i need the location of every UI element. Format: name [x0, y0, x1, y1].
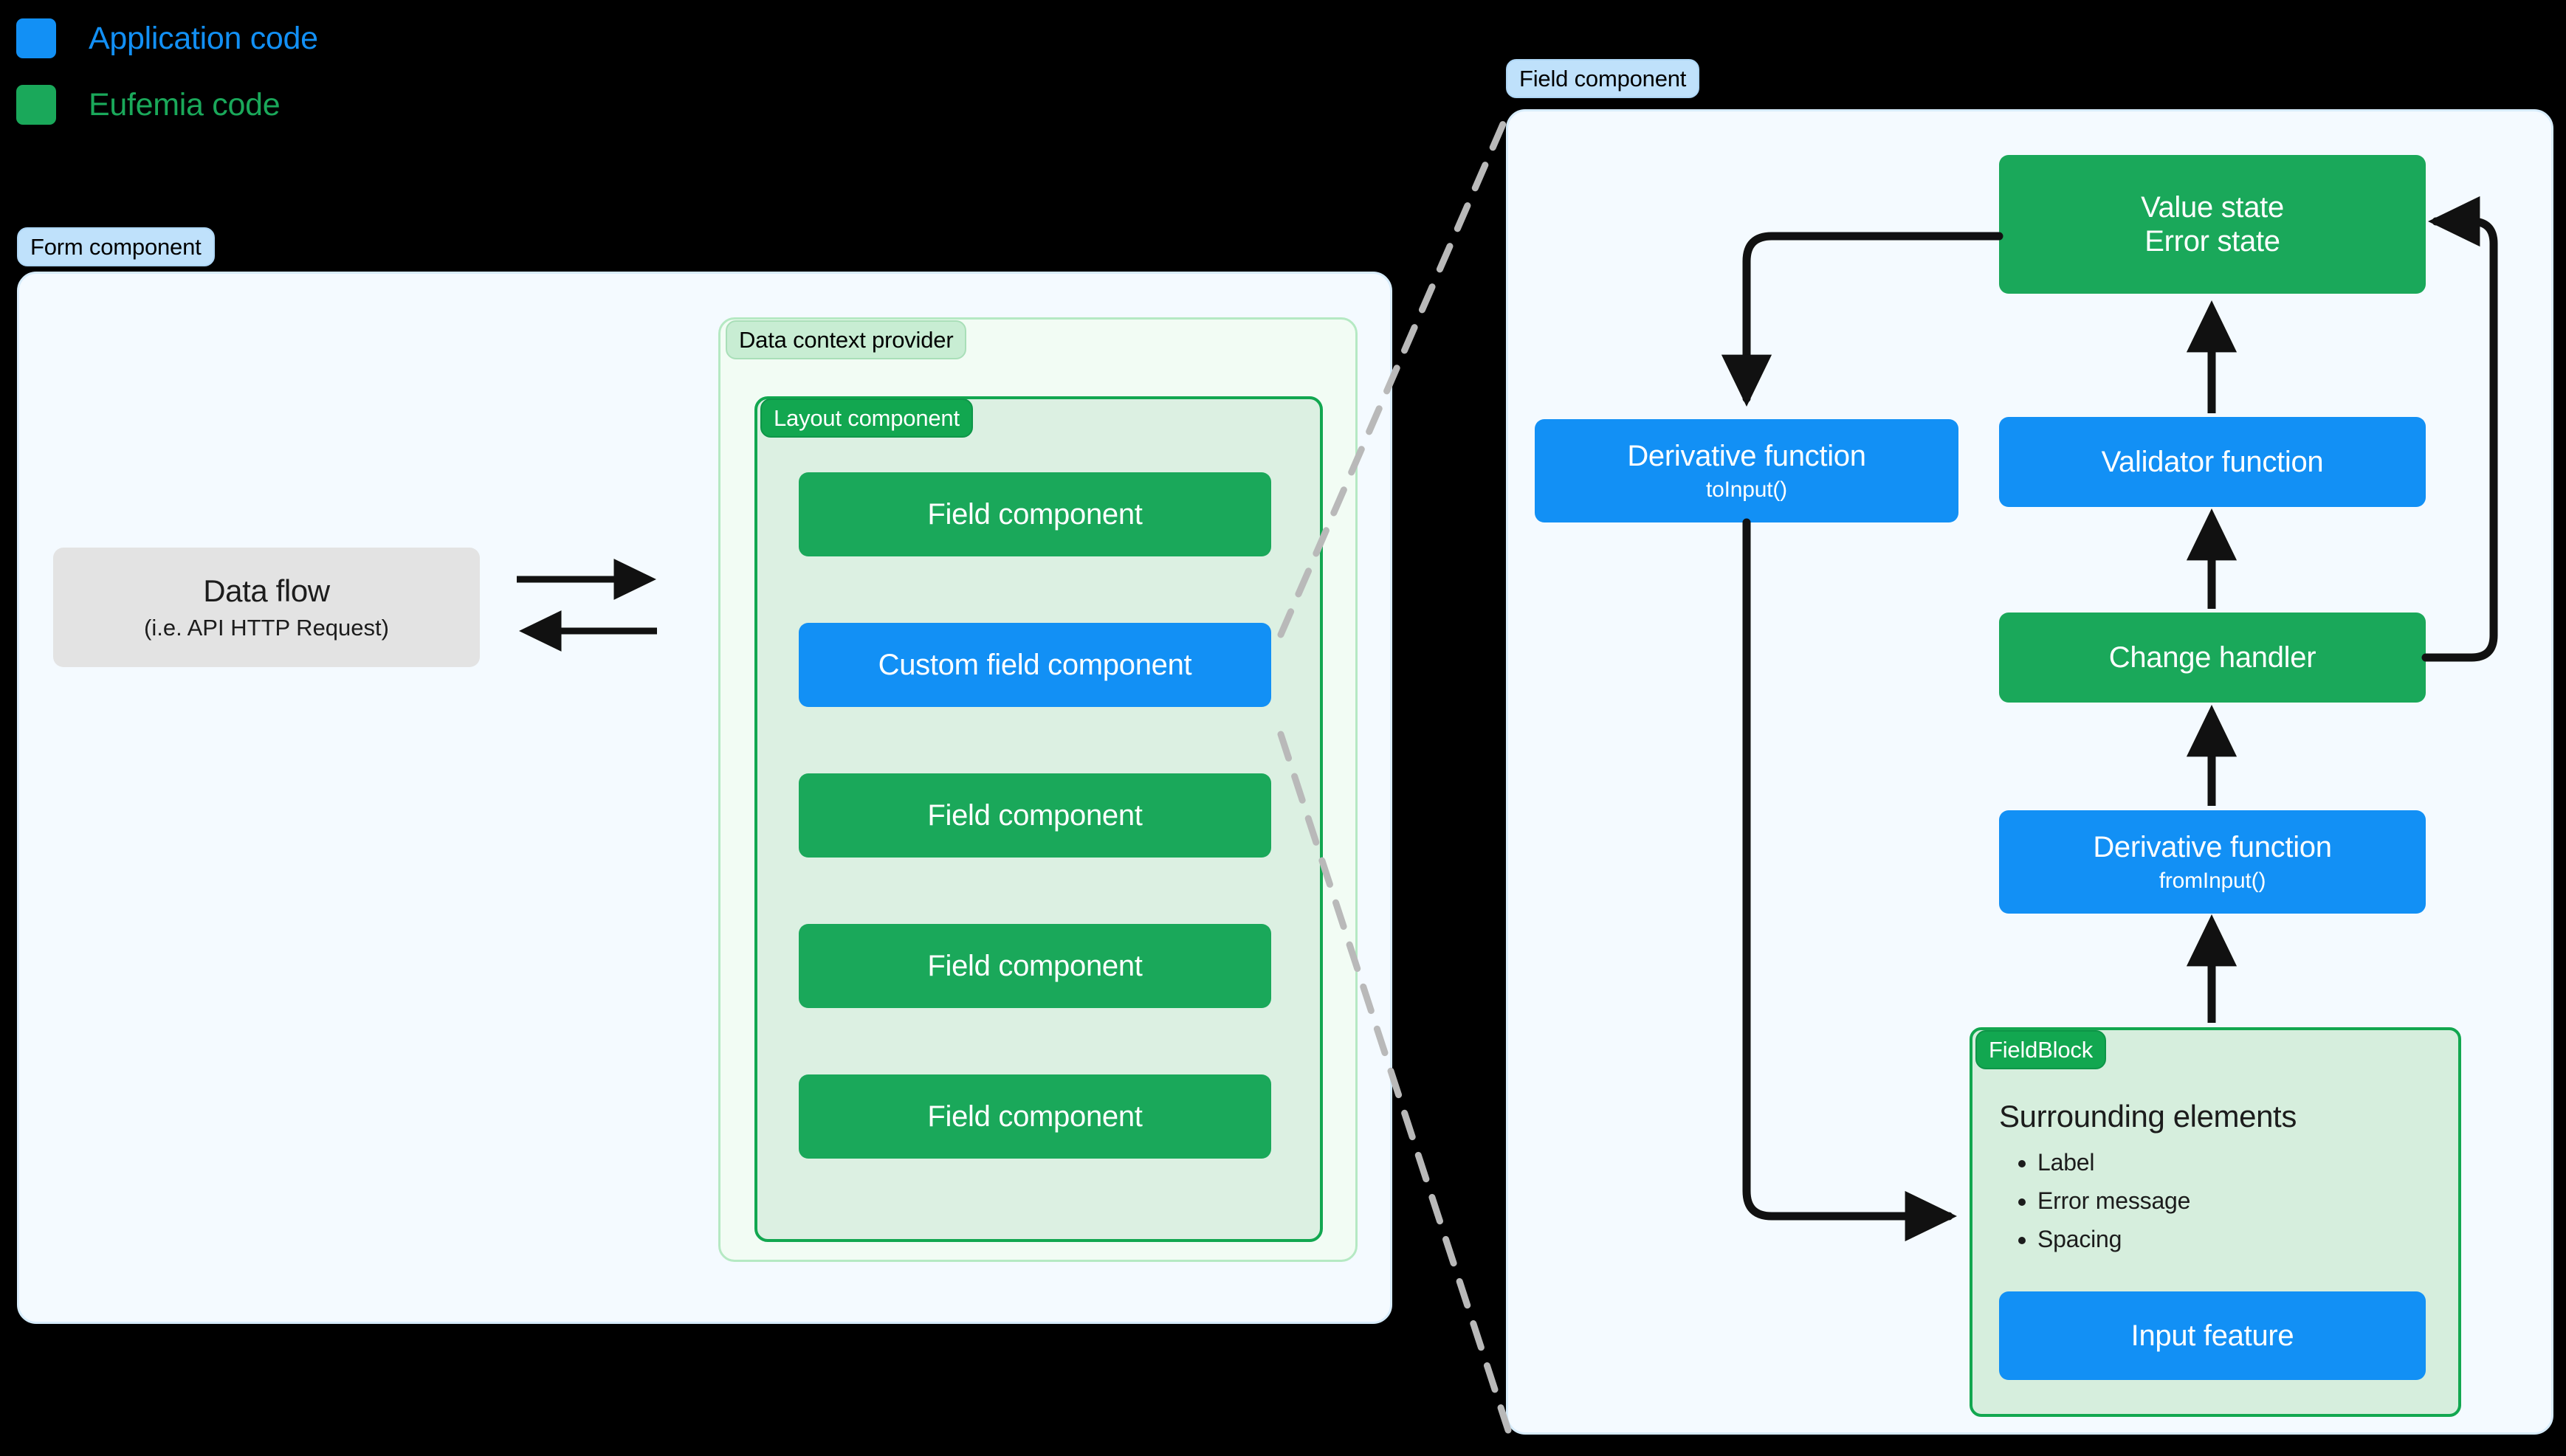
value-state-box[interactable]: Value state Error state [1999, 155, 2426, 294]
data-context-provider-badge: Data context provider [726, 320, 967, 359]
derivative-function-to-input-box[interactable]: Derivative function toInput() [1535, 419, 1958, 522]
to-input-subtitle: toInput() [1706, 477, 1787, 502]
legend-label-application: Application code [89, 20, 318, 56]
field-block-badge: FieldBlock [1975, 1030, 2106, 1069]
field-component-box-3[interactable]: Field component [799, 924, 1271, 1008]
value-state-line-1: Value state [2141, 190, 2284, 224]
from-input-title: Derivative function [2093, 830, 2332, 863]
input-feature-label: Input feature [2130, 1319, 2294, 1352]
data-flow-title: Data flow [203, 573, 330, 608]
validator-function-label: Validator function [2101, 445, 2324, 478]
validator-function-box[interactable]: Validator function [1999, 417, 2426, 507]
change-handler-box[interactable]: Change handler [1999, 613, 2426, 703]
field-component-box-1[interactable]: Field component [799, 472, 1271, 556]
legend: Application code Eufemia code [16, 15, 489, 148]
form-component-badge: Form component [17, 227, 215, 266]
field-component-label: Field component [927, 798, 1143, 832]
list-item: Label [2037, 1144, 2442, 1182]
field-component-panel-badge: Field component [1506, 59, 1700, 98]
surrounding-elements-group: Surrounding elements Label Error message… [1999, 1099, 2442, 1259]
custom-field-component-label: Custom field component [878, 648, 1192, 681]
layout-component-badge: Layout component [760, 398, 973, 438]
derivative-function-from-input-box[interactable]: Derivative function fromInput() [1999, 810, 2426, 914]
legend-item-eufemia: Eufemia code [16, 81, 489, 128]
to-input-title: Derivative function [1627, 439, 1866, 472]
data-flow-subtitle: (i.e. API HTTP Request) [144, 615, 389, 641]
blue-square-swatch [16, 18, 56, 58]
value-state-line-2: Error state [2144, 225, 2280, 258]
change-handler-label: Change handler [2108, 641, 2316, 674]
surrounding-elements-heading: Surrounding elements [1999, 1099, 2297, 1134]
field-component-label: Field component [927, 1100, 1143, 1133]
field-component-label: Field component [927, 949, 1143, 982]
input-feature-box[interactable]: Input feature [1999, 1291, 2426, 1380]
custom-field-component-box[interactable]: Custom field component [799, 623, 1271, 707]
list-item: Error message [2037, 1182, 2442, 1221]
green-square-swatch [16, 85, 56, 125]
legend-item-application: Application code [16, 15, 489, 62]
field-component-box-4[interactable]: Field component [799, 1074, 1271, 1159]
legend-label-eufemia: Eufemia code [89, 86, 281, 123]
from-input-subtitle: fromInput() [2159, 869, 2266, 893]
field-component-label: Field component [927, 497, 1143, 531]
surrounding-elements-list: Label Error message Spacing [1999, 1144, 2442, 1258]
data-flow-box: Data flow (i.e. API HTTP Request) [53, 548, 480, 667]
list-item: Spacing [2037, 1221, 2442, 1259]
field-component-box-2[interactable]: Field component [799, 773, 1271, 858]
